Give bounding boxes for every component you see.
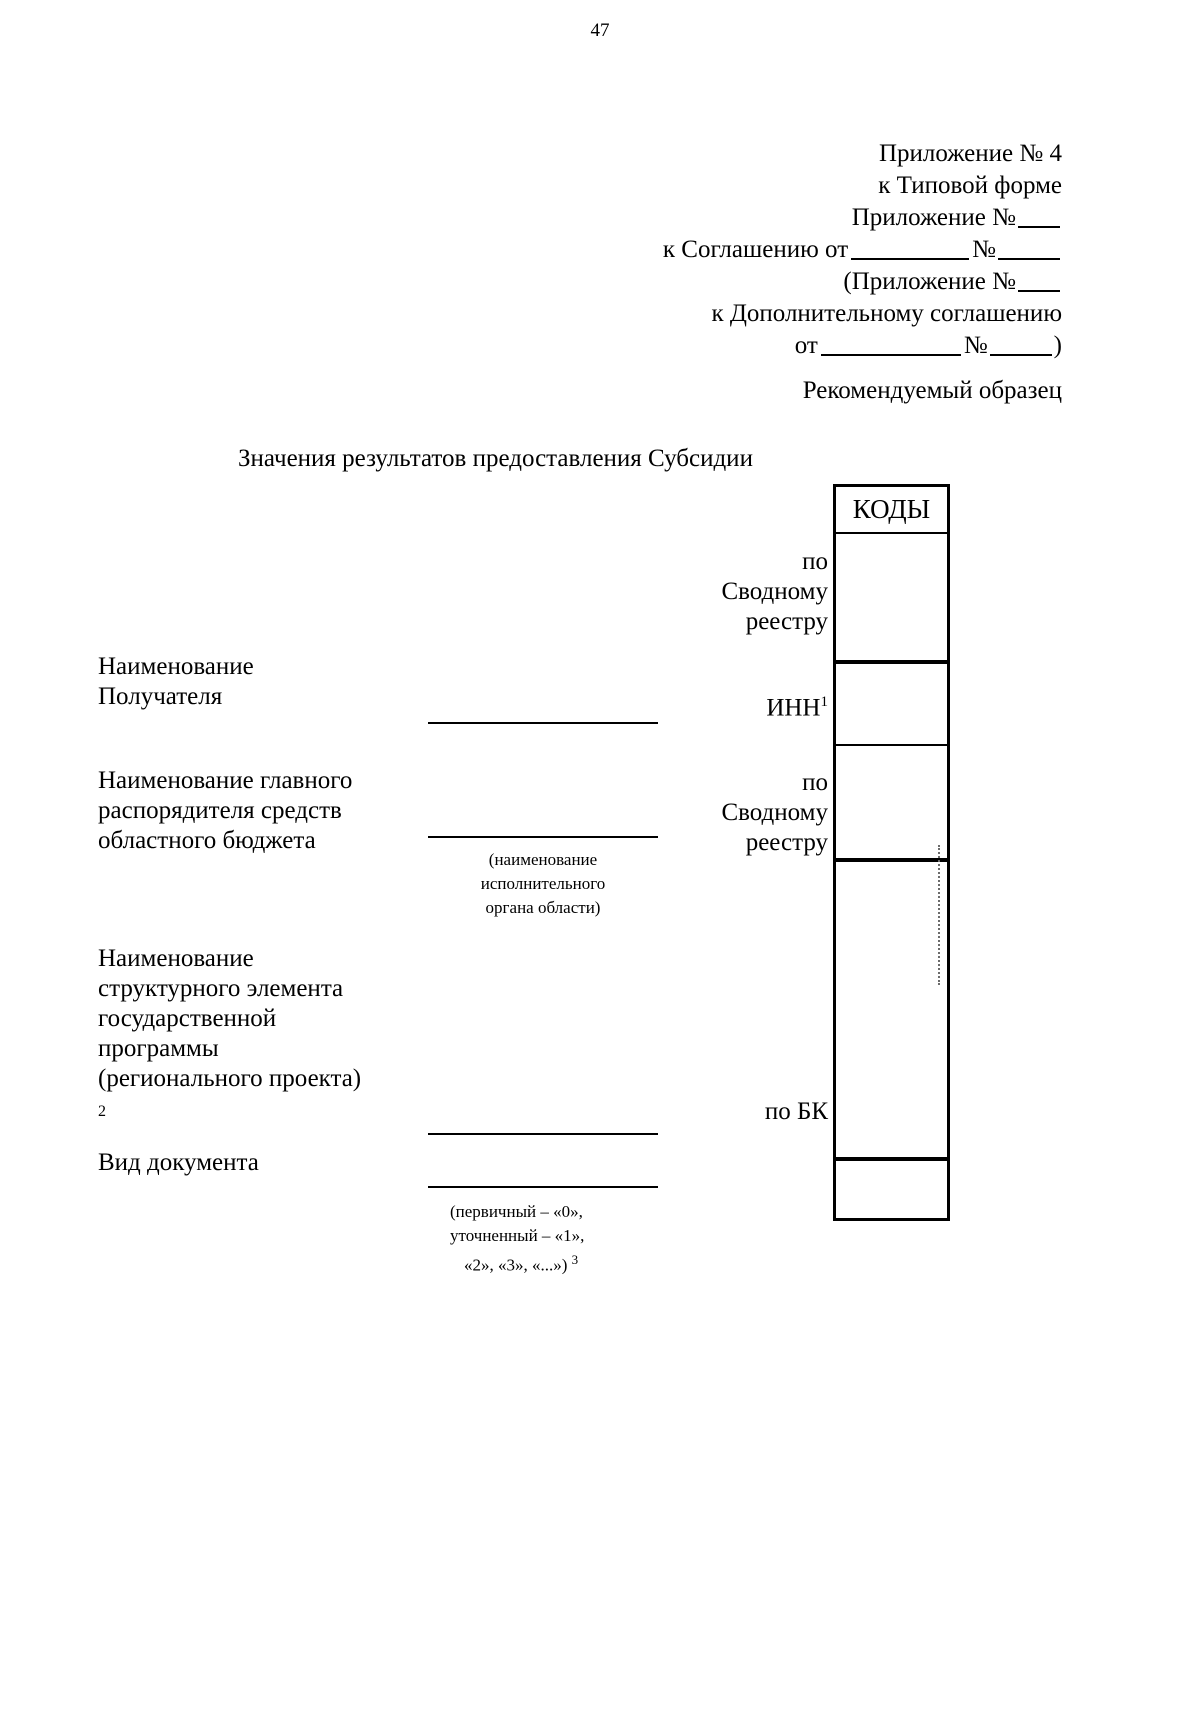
table-row: [834, 745, 949, 862]
agreement-date-blank[interactable]: [851, 258, 970, 260]
caption-inn: ИНН1: [766, 687, 828, 723]
label-program-element-footnote: 2: [98, 1103, 106, 1120]
appendix-paren-label: (Приложение №: [843, 268, 1016, 295]
appendix-paren-line: (Приложение №: [502, 266, 1062, 298]
agreement-date-line: к Соглашению от №: [502, 234, 1062, 266]
caption-svodnomu-2: Сводному: [721, 799, 828, 826]
sub-caption-document-type-line-2: уточненный – «1»,: [450, 1226, 585, 1245]
additional-from-label: от: [794, 332, 818, 359]
sub-caption-executive-body: (наименование исполнительного органа обл…: [428, 848, 658, 920]
label-program-element-line-2: структурного элемента: [98, 975, 344, 1002]
additional-date-blank[interactable]: [820, 354, 961, 356]
sub-caption-document-type-line-1: (первичный – «0»,: [450, 1202, 583, 1221]
label-document-type: Вид документа: [98, 1149, 259, 1176]
label-chief-administrator-line-2: распорядителя средств: [98, 797, 342, 824]
agreement-number-blank[interactable]: [998, 258, 1060, 260]
codes-caption: КОДЫ: [834, 485, 949, 534]
appendix-number-blank[interactable]: [1018, 226, 1060, 228]
additional-agreement-date-line: от №): [502, 330, 1062, 362]
additional-agreement-line: к Дополнительному соглашению: [711, 300, 1062, 327]
label-chief-administrator-line-1: Наименование главного: [98, 767, 353, 794]
sub-caption-executive-body-line-2: исполнительного: [480, 874, 606, 893]
additional-number-sign: №: [963, 332, 988, 359]
sub-caption-document-type-hint: (первичный – «0», уточненный – «1», «2»,…: [450, 1200, 690, 1278]
appendix-blank-label: Приложение №: [851, 204, 1016, 231]
agreement-from-label: к Соглашению от: [662, 236, 849, 263]
typical-form-line: к Типовой форме: [878, 172, 1062, 199]
code-cell-svodny-reestr-administrator[interactable]: [834, 745, 949, 862]
label-program-element: Наименование структурного элемента госуд…: [98, 944, 361, 1127]
label-recipient-name-line-2: Получателя: [98, 683, 223, 710]
table-row: [834, 533, 949, 664]
additional-paren-close: ): [1053, 332, 1062, 359]
agreement-number-sign: №: [972, 236, 996, 263]
rule-document-type[interactable]: [428, 1186, 658, 1188]
caption-svodny-reestr-recipient: по Сводному реестру: [721, 547, 828, 637]
sub-caption-document-type-line-3-text: «2», «3», «...»): [464, 1255, 572, 1275]
code-cell-inn[interactable]: [834, 662, 949, 746]
label-program-element-line-4: программы: [98, 1035, 219, 1062]
codes-table: КОДЫ: [833, 484, 950, 1221]
label-chief-administrator-line-3: областного бюджета: [98, 827, 316, 854]
sub-caption-executive-body-line-3: органа области): [485, 898, 601, 917]
caption-svodnomu: Сводному: [721, 578, 828, 605]
page-number: 47: [590, 20, 610, 41]
code-cell-svodny-reestr-recipient[interactable]: [834, 533, 949, 664]
table-row: [834, 860, 949, 1161]
label-recipient-name-line-1: Наименование: [98, 653, 254, 680]
label-recipient-name: Наименование Получателя: [98, 652, 254, 712]
label-chief-administrator: Наименование главного распорядителя сред…: [98, 766, 352, 856]
label-program-element-line-1: Наименование: [98, 945, 254, 972]
page-title: Значения результатов предоставления Субс…: [238, 445, 753, 472]
caption-svodny-reestr-administrator: по Сводному реестру: [721, 768, 828, 858]
recommended-sample-note: Рекомендуемый образец: [802, 377, 1062, 404]
sub-caption-document-type-line-3: «2», «3», «...») 3: [450, 1248, 578, 1278]
table-row: [834, 1159, 949, 1220]
sub-caption-executive-body-line-1: (наименование: [488, 850, 598, 869]
label-program-element-line-5: (регионального проекта): [98, 1065, 362, 1092]
caption-reestru-2: реестру: [745, 829, 828, 856]
caption-inn-label: ИНН: [766, 694, 821, 722]
rule-program-element[interactable]: [428, 1133, 658, 1135]
appendix-paren-number-blank[interactable]: [1018, 290, 1060, 292]
codes-caption-row: КОДЫ: [834, 485, 949, 534]
codes-inner-guide-line: [938, 845, 940, 985]
caption-po-bk: по БК: [764, 1098, 828, 1125]
caption-reestru: реестру: [745, 608, 828, 635]
appendix-header-block: Приложение № 4 к Типовой форме Приложени…: [502, 138, 1062, 362]
code-cell-document-type[interactable]: [834, 1159, 949, 1220]
table-row: [834, 662, 949, 746]
caption-po: по: [802, 548, 828, 575]
appendix-number-line: Приложение № 4: [878, 140, 1062, 167]
caption-po-2: по: [802, 769, 828, 796]
rule-chief-administrator[interactable]: [428, 836, 658, 838]
additional-number-blank[interactable]: [989, 354, 1052, 356]
rule-recipient-name[interactable]: [428, 722, 658, 724]
appendix-blank-line: Приложение №: [502, 202, 1062, 234]
code-cell-po-bk[interactable]: [834, 860, 949, 1161]
caption-inn-footnote: 1: [820, 694, 829, 710]
sub-caption-document-type-footnote: 3: [571, 1252, 579, 1267]
label-program-element-line-3: государственной: [98, 1005, 277, 1032]
